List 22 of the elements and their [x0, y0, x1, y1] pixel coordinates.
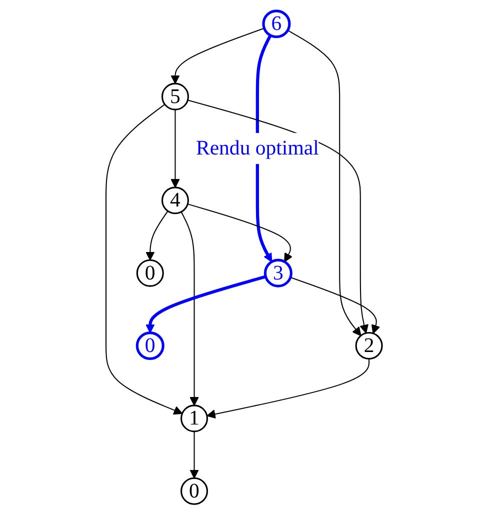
- arrow: [290, 276, 380, 334]
- arrow: [170, 110, 180, 188]
- arrow: [146, 275, 266, 334]
- node-circle: 0: [136, 259, 164, 287]
- node-circle: 0: [136, 331, 164, 360]
- edge-label: Rendu optimal: [196, 137, 319, 160]
- arrow: [188, 204, 293, 262]
- arrow: [206, 358, 370, 419]
- node-circle: 2: [355, 332, 383, 360]
- node-circle: 5: [161, 82, 189, 110]
- arrow: [287, 30, 362, 336]
- arrow: [180, 212, 199, 406]
- node-circle: 4: [161, 186, 189, 214]
- arrow: [188, 100, 369, 334]
- arrow: [170, 28, 264, 84]
- node-circle: 3: [264, 258, 292, 288]
- arrow: [146, 210, 168, 260]
- node-circle: 6: [262, 10, 291, 38]
- node-circle: 1: [180, 404, 208, 432]
- node-circle: 0: [180, 477, 208, 505]
- arrow: [190, 431, 199, 479]
- arrow: [105, 104, 183, 415]
